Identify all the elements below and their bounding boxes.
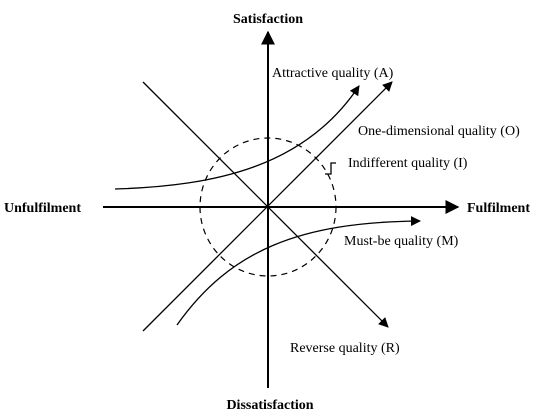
must-be-quality-curve — [176, 216, 421, 326]
reverse-quality-line — [142, 81, 389, 328]
reverse-quality-label: Reverse quality (R) — [290, 341, 400, 356]
satisfaction-label: Satisfaction — [233, 12, 303, 27]
must-be-quality-label: Must-be quality (M) — [344, 234, 459, 249]
unfulfilment-label: Unfulfilment — [4, 201, 81, 216]
attractive-quality-label: Attractive quality (A) — [272, 66, 394, 81]
one-dimensional-quality-label: One-dimensional quality (O) — [358, 124, 520, 139]
dissatisfaction-label: Dissatisfaction — [226, 398, 313, 413]
attractive-quality-curve — [114, 85, 360, 190]
indifferent-quality-label: Indifferent quality (I) — [348, 156, 468, 171]
fulfilment-label: Fulfilment — [467, 201, 530, 216]
indifferent-quality-leader — [325, 162, 336, 175]
indifferent-zone-circle — [199, 137, 337, 277]
